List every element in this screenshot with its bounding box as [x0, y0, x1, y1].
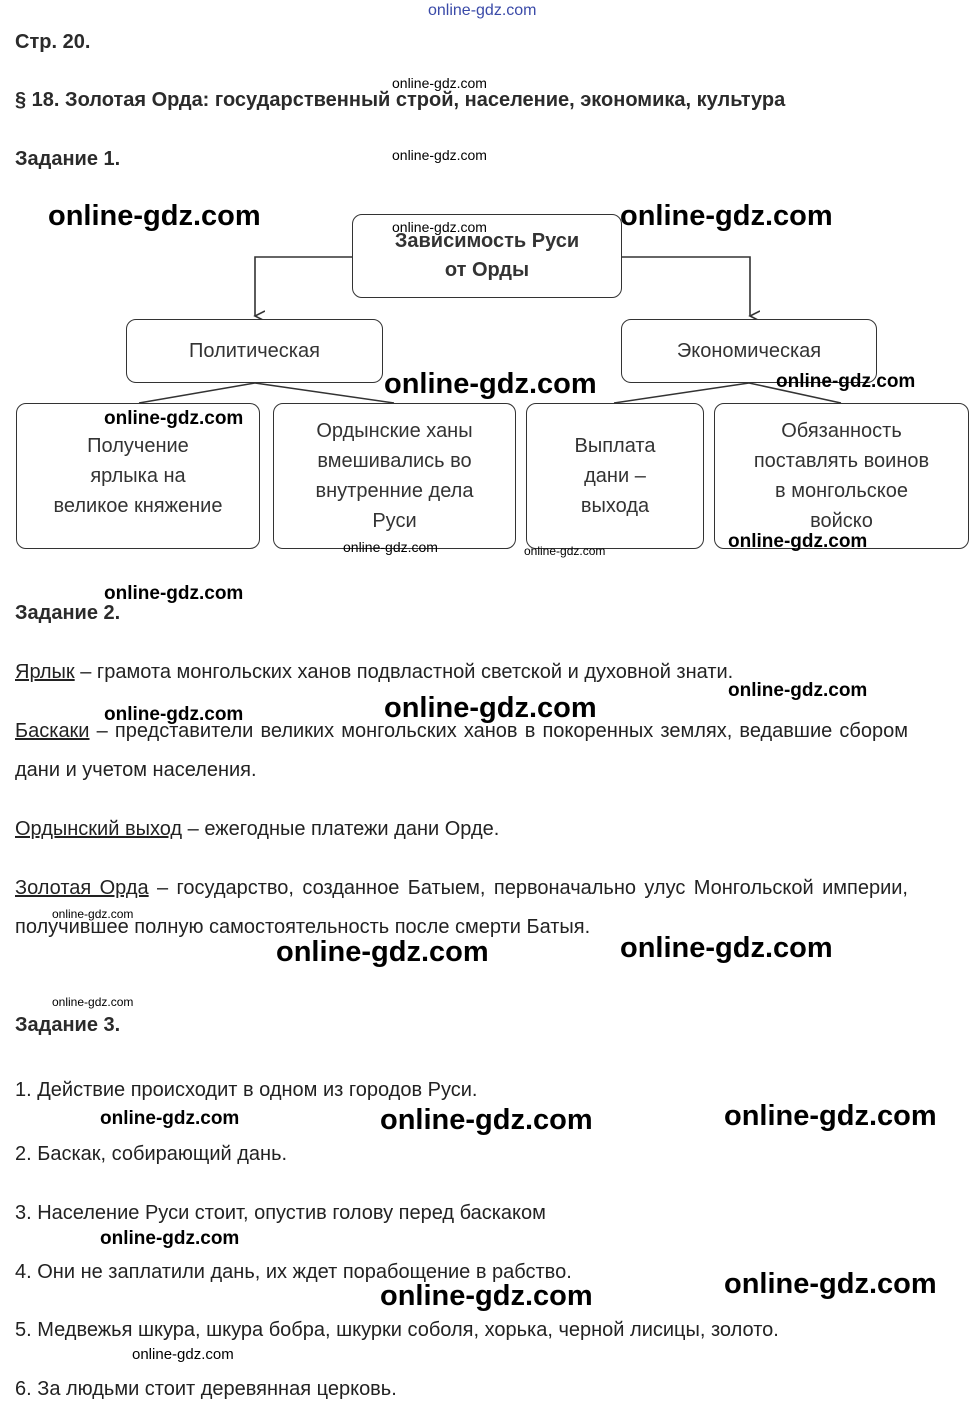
diagram-leaf-3: Выплата дани – выхода — [526, 403, 704, 549]
watermark: online-gdz.com — [620, 200, 833, 232]
watermark: online-gdz.com — [276, 936, 489, 968]
list-item-6: 6. За людьми стоит деревянная церковь. — [15, 1378, 397, 1400]
watermark: online-gdz.com — [392, 75, 487, 91]
diagram-economic-box: Экономическая — [621, 319, 877, 383]
arrow-to-economic — [621, 256, 750, 316]
term-yarlyk: Ярлык — [15, 661, 75, 683]
watermark: online-gdz.com — [392, 219, 487, 235]
list-item-5: 5. Медвежья шкура, шкура бобра, шкурки с… — [15, 1319, 779, 1341]
leaf4-line1: Обязанность — [781, 420, 902, 442]
watermark: online-gdz.com — [52, 907, 134, 921]
leaf2-line2: вмешивались во — [317, 450, 472, 472]
watermark: online-gdz.com — [343, 539, 438, 555]
watermark: online-gdz.com — [380, 1104, 593, 1136]
term-zolotaya-orda: Золотая Орда — [15, 877, 149, 899]
leaf2-line4: Руси — [372, 510, 417, 532]
line-economic-leaf4 — [748, 382, 842, 404]
watermark: online-gdz.com — [52, 995, 134, 1009]
leaf3-line2: дани – — [584, 465, 646, 487]
watermark: online-gdz.com — [728, 680, 868, 701]
watermark: online-gdz.com — [104, 408, 244, 429]
watermark: online-gdz.com — [728, 531, 868, 552]
line-political-leaf1 — [138, 382, 256, 404]
watermark: online-gdz.com — [380, 1280, 593, 1312]
leaf1-line1: Получение — [87, 435, 189, 457]
leaf2-line1: Ордынские ханы — [316, 420, 473, 442]
watermark: online-gdz.com — [724, 1268, 937, 1300]
def-zolotaya-orda-text: – государство, созданное Батыем, первона… — [15, 877, 908, 938]
watermark: online-gdz.com — [776, 371, 916, 392]
diagram-root-box: Зависимость Руси от Орды — [352, 214, 622, 298]
watermark: online-gdz.com — [620, 932, 833, 964]
task3-heading: Задание 3. — [15, 1014, 121, 1036]
list-item-1: 1. Действие происходит в одном из городо… — [15, 1079, 478, 1101]
leaf2-line3: внутренние дела — [315, 480, 474, 502]
def-yarlyk-text: – грамота монгольских ханов подвластной … — [74, 661, 734, 683]
diagram-political-label: Политическая — [189, 340, 320, 362]
term-vykhod: Ордынский выход — [15, 818, 183, 840]
term-baskaki: Баскаки — [15, 720, 90, 742]
definition-vykhod: Ордынский выход – ежегодные платежи дани… — [15, 810, 908, 849]
leaf1-line2: ярлыка на — [90, 465, 186, 487]
diagram-root-line2: от Орды — [444, 259, 530, 281]
watermark: online-gdz.com — [392, 147, 487, 163]
list-item-3: 3. Население Руси стоит, опустив голову … — [15, 1202, 546, 1224]
task2-heading: Задание 2. — [15, 602, 121, 624]
definition-baskaki: Баскаки – представители великих монгольс… — [15, 712, 908, 790]
line-political-leaf2 — [254, 382, 395, 404]
list-item-4: 4. Они не заплатили дань, их ждет порабо… — [15, 1261, 572, 1283]
diagram-political-box: Политическая — [126, 319, 383, 383]
diagram-leaf-2: Ордынские ханы вмешивались во внутренние… — [273, 403, 516, 549]
watermark: online-gdz.com — [384, 692, 597, 724]
task1-heading: Задание 1. — [15, 148, 121, 170]
watermark: online-gdz.com — [48, 200, 261, 232]
section-title: § 18. Золотая Орда: государственный стро… — [15, 89, 786, 111]
leaf4-line3: в монгольское — [775, 480, 908, 502]
watermark: online-gdz.com — [104, 583, 244, 604]
leaf1-line3: великое княжение — [53, 495, 223, 517]
list-item-2: 2. Баскак, собирающий дань. — [15, 1143, 288, 1165]
watermark: online-gdz.com — [384, 368, 597, 400]
diagram-economic-label: Экономическая — [676, 340, 822, 362]
def-baskaki-text: – представители великих монгольских хано… — [15, 720, 908, 781]
definition-yarlyk: Ярлык – грамота монгольских ханов подвла… — [15, 653, 908, 692]
watermark: online-gdz.com — [132, 1346, 234, 1363]
definition-zolotaya-orda: Золотая Орда – государство, созданное Ба… — [15, 869, 908, 947]
leaf3-line1: Выплата — [574, 435, 656, 457]
watermark: online-gdz.com — [524, 544, 606, 558]
page-label: Стр. 20. — [15, 31, 91, 53]
line-economic-leaf3 — [613, 382, 750, 404]
watermark: online-gdz.com — [104, 704, 244, 725]
arrow-to-political — [255, 256, 352, 316]
diagram-leaf-1: Получение ярлыка на великое княжение — [16, 403, 260, 549]
watermark: online-gdz.com — [100, 1228, 240, 1249]
watermark-top: online-gdz.com — [428, 2, 537, 19]
watermark: online-gdz.com — [724, 1100, 937, 1132]
def-vykhod-text: – ежегодные платежи дани Орде. — [182, 818, 500, 840]
leaf4-line4: войско — [810, 510, 873, 532]
leaf4-line2: поставлять воинов — [753, 450, 930, 472]
watermark: online-gdz.com — [100, 1108, 240, 1129]
diagram-root-line1: Зависимость Руси — [394, 230, 580, 252]
diagram-leaf-4: Обязанность поставлять воинов в монгольс… — [714, 403, 969, 549]
leaf3-line3: выхода — [580, 495, 650, 517]
